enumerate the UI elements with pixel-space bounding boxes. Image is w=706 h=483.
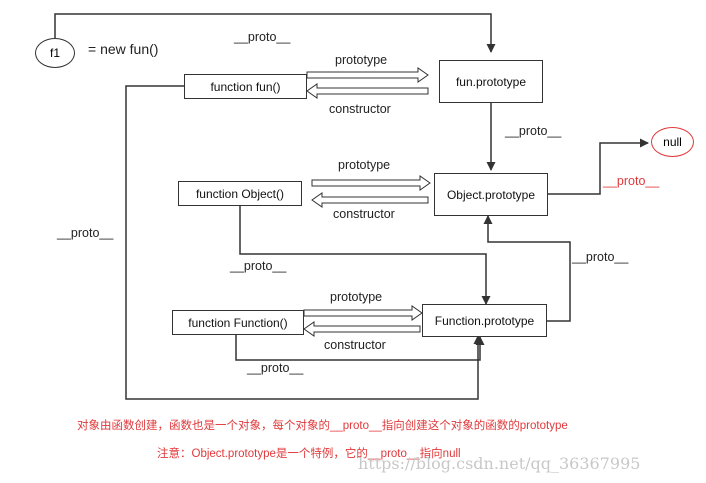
function-prototype-box: Function.prototype [422, 304, 547, 337]
object-prototype-box: Object.prototype [434, 173, 548, 216]
label-prototype-fun: prototype [335, 53, 388, 67]
arrow-prototype-object [311, 175, 431, 191]
label-prototype-function: prototype [330, 290, 383, 304]
function-fun-box: function fun() [184, 74, 307, 99]
note-line-1: 对象由函数创建，函数也是一个对象，每个对象的__proto__指向创建这个对象的… [77, 420, 568, 432]
null-node: null [651, 127, 694, 157]
null-label: null [663, 135, 682, 149]
function-object-box: function Object() [178, 181, 302, 206]
label-proto-top: __proto__ [234, 30, 291, 44]
label-proto-object: __proto__ [230, 259, 287, 273]
edge-fun-proto [125, 85, 483, 400]
label-proto-funproto: __proto__ [505, 124, 562, 138]
arrow-prototype-fun [306, 67, 429, 83]
label-proto-right: __proto__ [572, 250, 629, 264]
label-constructor-function: constructor [324, 338, 386, 352]
f1-label: f1 [49, 46, 60, 60]
label-proto-null: __proto__ [603, 174, 660, 188]
function-function-box: function Function() [172, 310, 304, 335]
edge-f1-proto [54, 13, 496, 53]
arrow-constructor-function [303, 321, 421, 337]
f1-node: f1 [35, 38, 75, 68]
label-proto-function: __proto__ [247, 361, 304, 375]
arrow-constructor-object [311, 192, 429, 208]
hollow-arrows [303, 67, 431, 337]
note-line-2: 注意：Object.prototype是一个特例，它的__proto__指向nu… [157, 448, 461, 460]
arrow-prototype-function [303, 305, 423, 321]
label-constructor-object: constructor [333, 207, 395, 221]
fun-prototype-box: fun.prototype [439, 60, 543, 103]
edge-object-proto [239, 206, 491, 305]
watermark: https://blog.csdn.net/qq_36367995 [358, 454, 641, 473]
label-constructor-fun: constructor [329, 102, 391, 116]
f1-expression: = new fun() [88, 41, 159, 57]
label-proto-left: __proto__ [57, 226, 114, 240]
edge-objectproto-null [548, 138, 649, 195]
edge-function-proto [235, 334, 485, 361]
label-prototype-object: prototype [338, 158, 391, 172]
arrow-constructor-fun [306, 83, 429, 99]
edge-functionproto-proto [483, 215, 571, 322]
